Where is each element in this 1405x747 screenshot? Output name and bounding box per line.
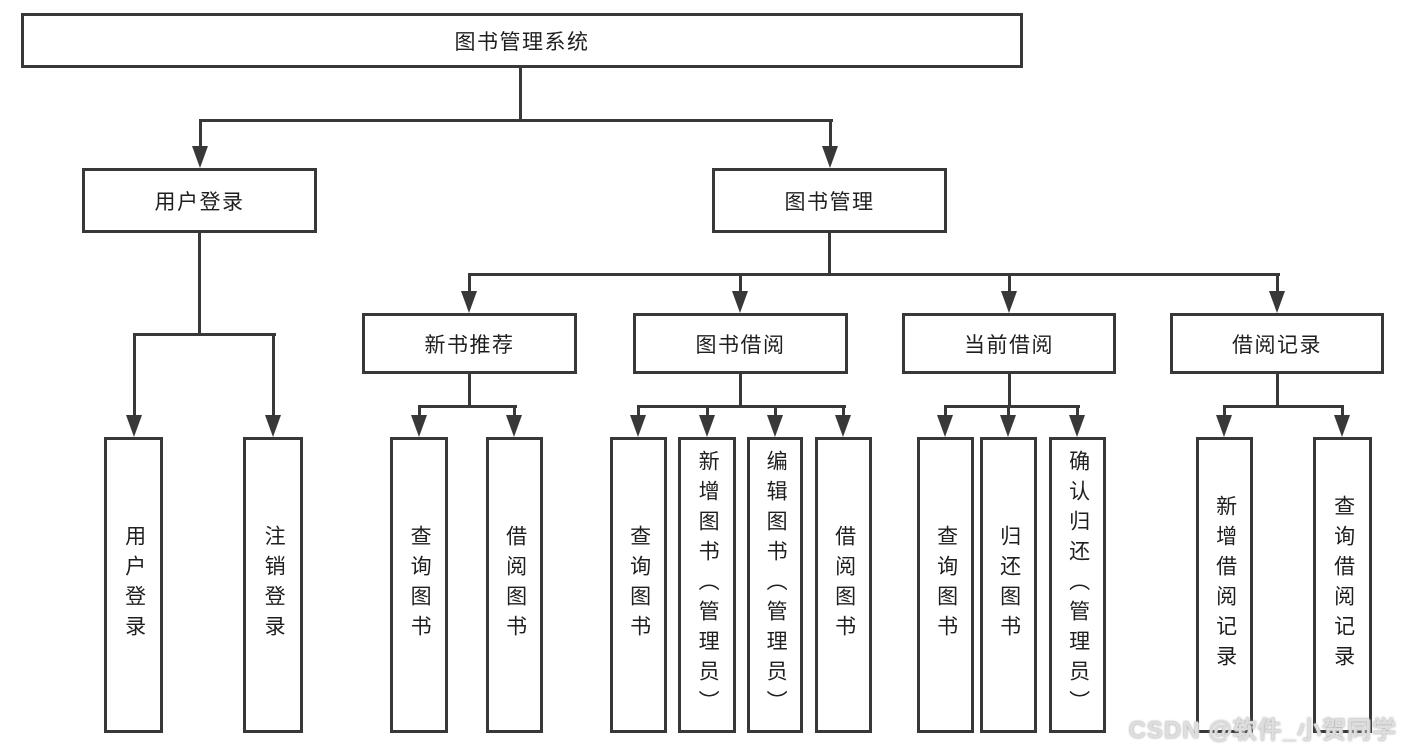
node-book-management: 图书管理: [712, 168, 947, 233]
connector-arm: [133, 333, 136, 417]
node-book-borrow: 图书借阅: [633, 313, 848, 374]
node-current-borrow: 当前借阅: [902, 313, 1116, 374]
leaf-records-add: 新增借阅记录: [1196, 437, 1253, 733]
connector-arm: [739, 273, 742, 293]
connector-book-borrow-rail: [637, 405, 846, 408]
connector-arm: [1276, 273, 1279, 293]
connector-arm: [1223, 405, 1226, 417]
connector-arm: [706, 405, 709, 417]
leaf-records-query: 查询借阅记录: [1313, 437, 1372, 733]
connector-book-mgmt-rail: [468, 273, 1280, 276]
leaf-user-login: 用户登录: [104, 437, 163, 733]
connector-arm: [829, 119, 832, 147]
connector-arm: [468, 273, 471, 293]
arrow-down-icon: [1069, 415, 1085, 437]
node-book-management-label: 图书管理: [784, 190, 875, 214]
arrow-down-icon: [126, 415, 142, 437]
connector-arm: [842, 405, 845, 417]
arrow-down-icon: [767, 415, 783, 437]
connector-arm: [1076, 405, 1079, 417]
leaf-logout: 注销登录: [243, 437, 303, 733]
node-new-book-recommend-label: 新书推荐: [424, 333, 515, 357]
connector-arm: [418, 405, 421, 417]
arrow-down-icon: [506, 415, 522, 437]
node-user-login-label: 用户登录: [154, 190, 245, 214]
leaf-borrow-query: 查询图书: [610, 437, 667, 733]
connector-arm: [774, 405, 777, 417]
node-borrow-records: 借阅记录: [1170, 313, 1384, 374]
node-root: 图书管理系统: [21, 13, 1023, 68]
connector-arm: [1008, 273, 1011, 293]
leaf-current-query: 查询图书: [917, 437, 974, 733]
arrow-down-icon: [732, 291, 748, 313]
connector-book-mgmt-trunk: [828, 233, 831, 276]
connector-borrow-records-trunk: [1276, 374, 1279, 408]
arrow-down-icon: [937, 415, 953, 437]
connector-new-books-trunk: [468, 374, 471, 408]
arrow-down-icon: [1269, 291, 1285, 313]
connector-root-rail: [199, 119, 833, 122]
connector-book-borrow-trunk: [739, 374, 742, 408]
connector-current-borrow-rail: [944, 405, 1080, 408]
leaf-borrow-edit-admin: 编辑图书（管理员）: [747, 437, 803, 733]
connector-user-login-trunk: [198, 233, 201, 336]
arrow-down-icon: [1216, 415, 1232, 437]
arrow-down-icon: [822, 146, 838, 168]
connector-arm: [1007, 405, 1010, 417]
node-current-borrow-label: 当前借阅: [964, 333, 1054, 357]
connector-new-books-rail: [418, 405, 517, 408]
connector-arm: [199, 119, 202, 147]
leaf-borrow-add-admin: 新增图书（管理员）: [678, 437, 736, 733]
arrow-down-icon: [835, 415, 851, 437]
node-new-book-recommend: 新书推荐: [362, 313, 577, 374]
connector-arm: [1341, 405, 1344, 417]
arrow-down-icon: [411, 415, 427, 437]
arrow-down-icon: [461, 291, 477, 313]
arrow-down-icon: [1000, 415, 1016, 437]
connector-current-borrow-trunk: [1008, 374, 1011, 408]
leaf-borrow-borrow: 借阅图书: [815, 437, 872, 733]
leaf-current-return: 归还图书: [980, 437, 1037, 733]
connector-arm: [637, 405, 640, 417]
connector-arm: [944, 405, 947, 417]
connector-borrow-records-rail: [1223, 405, 1344, 408]
connector-arm: [272, 333, 275, 417]
leaf-new-books-borrow: 借阅图书: [486, 437, 543, 733]
leaf-current-confirm-return-admin: 确认归还（管理员）: [1049, 437, 1106, 733]
leaf-new-books-query: 查询图书: [390, 437, 448, 733]
node-book-borrow-label: 图书借阅: [695, 333, 786, 357]
connector-root-trunk: [519, 68, 522, 120]
arrow-down-icon: [192, 146, 208, 168]
connector-user-login-rail: [133, 333, 276, 336]
connector-arm: [513, 405, 516, 417]
arrow-down-icon: [630, 415, 646, 437]
node-borrow-records-label: 借阅记录: [1232, 333, 1322, 357]
csdn-watermark: CSDN @软件_小贺同学: [1128, 717, 1397, 744]
arrow-down-icon: [1001, 291, 1017, 313]
arrow-down-icon: [699, 415, 715, 437]
node-root-label: 图书管理系统: [454, 30, 590, 54]
node-user-login: 用户登录: [82, 168, 317, 233]
arrow-down-icon: [1334, 415, 1350, 437]
arrow-down-icon: [265, 415, 281, 437]
